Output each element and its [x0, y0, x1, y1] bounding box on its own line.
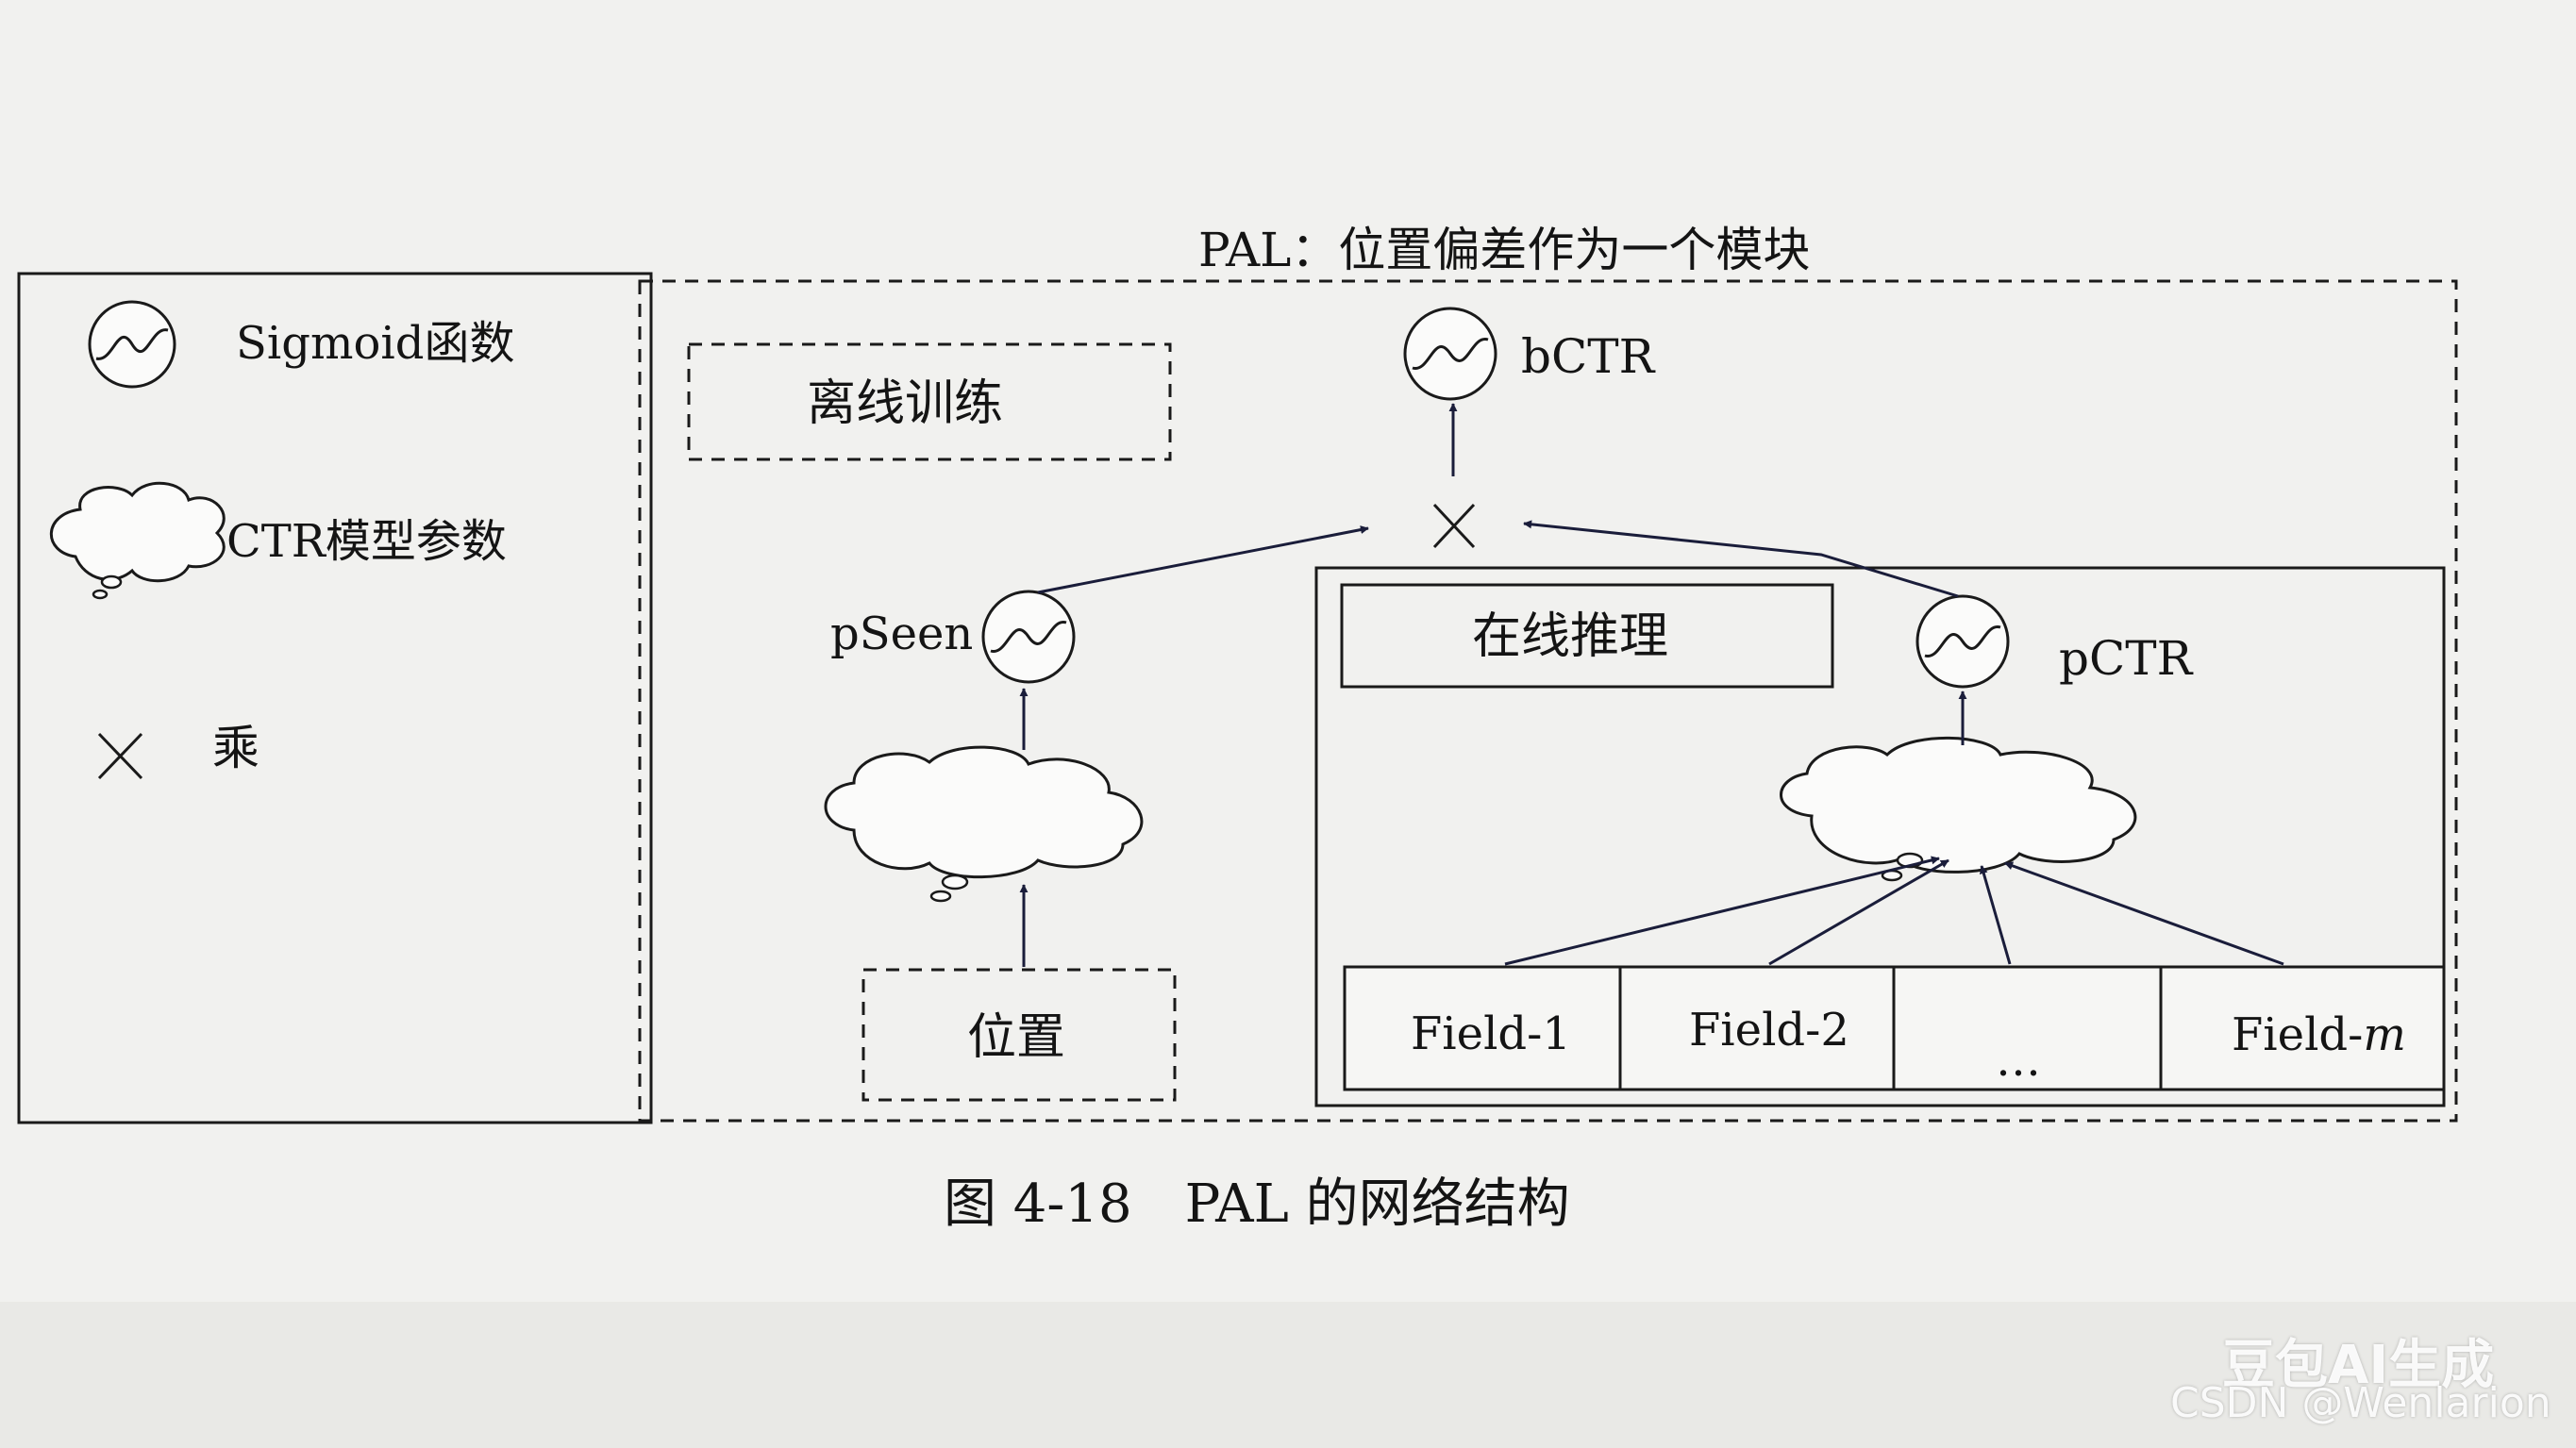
pctr-label: pCTR: [2059, 631, 2194, 686]
pseen-sigmoid-icon: [981, 590, 1076, 684]
pseen-label: pSeen: [830, 607, 973, 660]
sigmoid-icon: [88, 300, 176, 389]
field-1-label: Field-1: [1411, 1007, 1571, 1060]
watermark-doubao: 豆包AI生成: [2222, 1335, 2495, 1396]
offline-training-box: [687, 342, 1172, 461]
field-2-label: Field-2: [1689, 1004, 1849, 1057]
online-inference-container: [1314, 566, 2446, 1107]
field-row: [1343, 965, 2446, 1091]
figure-caption: 图 4-18 PAL 的网络结构: [944, 1173, 1570, 1235]
pal-frame: [638, 279, 2458, 1123]
legend-multiply-label: 乘: [212, 721, 259, 775]
arrow-field-ellipsis-to-cloud: [1979, 865, 2012, 965]
offline-training-label: 离线训练: [807, 375, 1003, 432]
legend-ctr-params-label: CTR模型参数: [226, 515, 507, 568]
arrow-field1-to-cloud: [1504, 856, 1940, 966]
online-ctr-cloud-icon: [1780, 736, 2137, 882]
cloud-icon: [49, 481, 226, 600]
arrow-pseen-to-multiply: [1037, 525, 1369, 594]
field-ellipsis-label: …: [1996, 1034, 2041, 1087]
position-input-label: 位置: [967, 1009, 1065, 1066]
pctr-sigmoid-icon: [1915, 594, 2010, 689]
multiply-node-icon: [1432, 503, 1476, 549]
bctr-sigmoid-icon: [1403, 307, 1497, 401]
multiply-icon: [97, 732, 143, 780]
offline-ctr-cloud-icon: [824, 745, 1144, 903]
bctr-label: bCTR: [1521, 329, 1656, 384]
legend-panel: Sigmoid函数 CTR模型参数 乘: [17, 272, 653, 1124]
arrow-pctr-to-multiply: [1523, 520, 1959, 598]
watermark-csdn: CSDN @Wenlarion: [2170, 1379, 2551, 1427]
field-m-label: Field-m: [2232, 1008, 2406, 1061]
position-input-box: [861, 968, 1177, 1102]
online-inference-label: 在线推理: [1472, 608, 1668, 665]
legend-sigmoid-label: Sigmoid函数: [236, 317, 514, 370]
online-inference-box: [1340, 583, 1834, 689]
diagram-title: PAL：位置偏差作为一个模块: [1198, 223, 1810, 277]
arrow-field-m-to-cloud: [2004, 861, 2284, 966]
arrow-field2-to-cloud: [1768, 858, 1949, 966]
